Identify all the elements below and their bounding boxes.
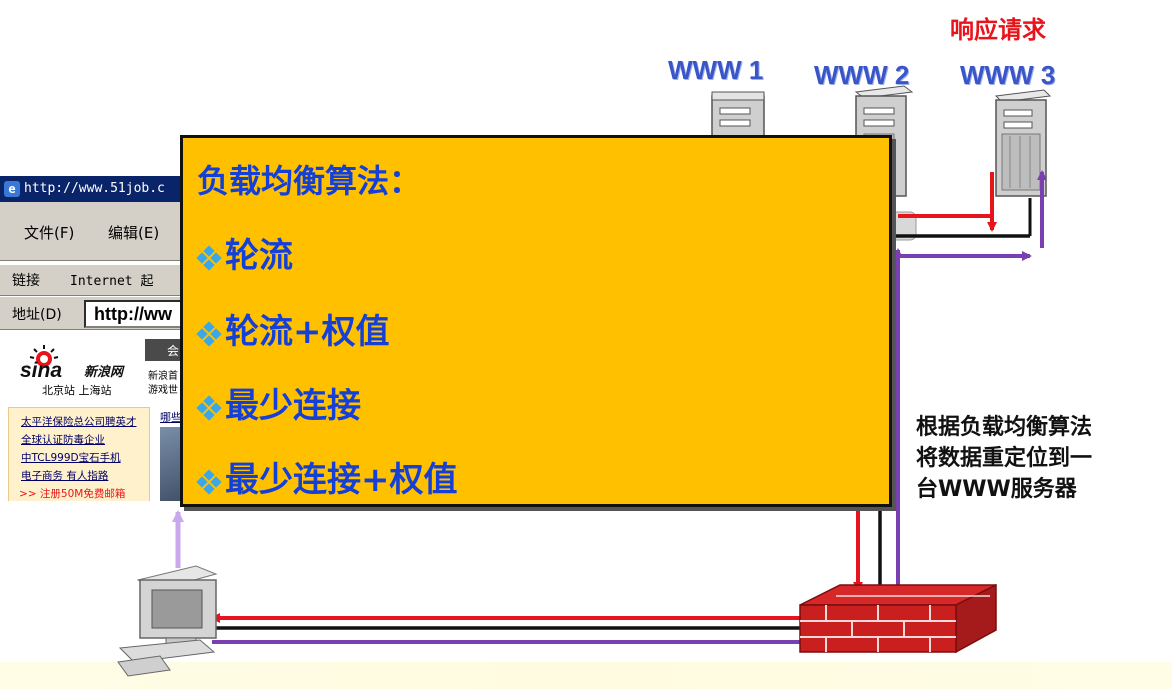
ie-logo-icon: e xyxy=(4,181,20,197)
algorithm-item-label: 最少连接 xyxy=(225,386,361,426)
promo-box: 太平洋保险总公司聘英才 全球认证防毒企业 中TCL999D宝石手机 电子商务 有… xyxy=(8,407,150,501)
promo-link-4[interactable]: 电子商务 有人指路 xyxy=(21,468,108,483)
promo-link-3[interactable]: 中TCL999D宝石手机 xyxy=(21,450,121,465)
browser-title-text: http://www.51job.c xyxy=(24,181,165,196)
response-request-label: 响应请求 xyxy=(950,10,1046,45)
links-item-internet[interactable]: Internet 起 xyxy=(70,270,153,289)
promo-link-2[interactable]: 全球认证防毒企业 xyxy=(21,432,105,447)
promo-link-1[interactable]: 太平洋保险总公司聘英才 xyxy=(21,414,137,429)
side-text-1[interactable]: 新浪首 xyxy=(148,367,178,382)
algorithm-item-label: 轮流 xyxy=(225,236,293,276)
menu-edit[interactable]: 编辑(E) xyxy=(108,222,159,243)
sina-logo-word: sina xyxy=(20,359,62,383)
algorithm-item-label: 最少连接+权值 xyxy=(225,460,458,500)
server-label-www3: WWW 3 xyxy=(960,60,1055,91)
bullet-diamond-icon xyxy=(197,396,221,420)
algorithm-box: 负载均衡算法： 轮流 轮流+权值 最少连接 最少连接+权值 xyxy=(180,135,892,507)
algorithm-item-round-robin: 轮流 xyxy=(197,228,293,277)
sina-logo-cn: 新浪网 xyxy=(84,361,123,380)
algorithm-item-least-connections: 最少连接 xyxy=(197,378,361,427)
bullet-diamond-icon xyxy=(197,246,221,270)
browser-page-content: sina 新浪网 北京站 上海站 会 新浪首 游戏世 太平洋保险总公司聘英才 全… xyxy=(0,331,200,501)
server-label-www2: WWW 2 xyxy=(814,60,909,91)
algorithm-item-weighted-least-connections: 最少连接+权值 xyxy=(197,452,458,501)
menu-file[interactable]: 文件(F) xyxy=(24,222,74,243)
browser-links-bar: 链接 Internet 起 xyxy=(0,264,200,296)
photo-caption[interactable]: 哪些 xyxy=(160,409,182,425)
site-tab-text: 会 xyxy=(167,342,179,359)
explanation-text: 根据负载均衡算法 将数据重定位到一 台WWW服务器 xyxy=(916,412,1156,505)
firewall-icon xyxy=(800,585,996,652)
browser-window: e http://www.51job.c 文件(F) 编辑(E) 链接 Inter… xyxy=(0,176,200,501)
algorithm-item-label: 轮流+权值 xyxy=(225,312,390,352)
server-label-www1: WWW 1 xyxy=(668,55,763,86)
side-text-2[interactable]: 游戏世 xyxy=(148,381,178,396)
client-computer-icon xyxy=(118,566,216,676)
links-label: 链接 xyxy=(12,270,40,290)
bullet-diamond-icon xyxy=(197,470,221,494)
explanation-line-2: 将数据重定位到一 xyxy=(916,443,1156,474)
explanation-line-1: 根据负载均衡算法 xyxy=(916,412,1156,443)
browser-address-bar: 地址(D) http://ww xyxy=(0,297,200,330)
browser-title-bar: e http://www.51job.c xyxy=(0,176,200,202)
address-label: 地址(D) xyxy=(12,304,62,324)
browser-menu-bar: 文件(F) 编辑(E) xyxy=(0,202,200,261)
algorithm-item-weighted-round-robin: 轮流+权值 xyxy=(197,304,390,353)
bullet-diamond-icon xyxy=(197,322,221,346)
algorithm-title: 负载均衡算法： xyxy=(197,156,421,202)
sina-cities[interactable]: 北京站 上海站 xyxy=(42,382,112,398)
promo-register-link[interactable]: >> 注册50M免费邮箱 xyxy=(19,486,125,501)
explanation-line-3: 台WWW服务器 xyxy=(916,474,1156,505)
